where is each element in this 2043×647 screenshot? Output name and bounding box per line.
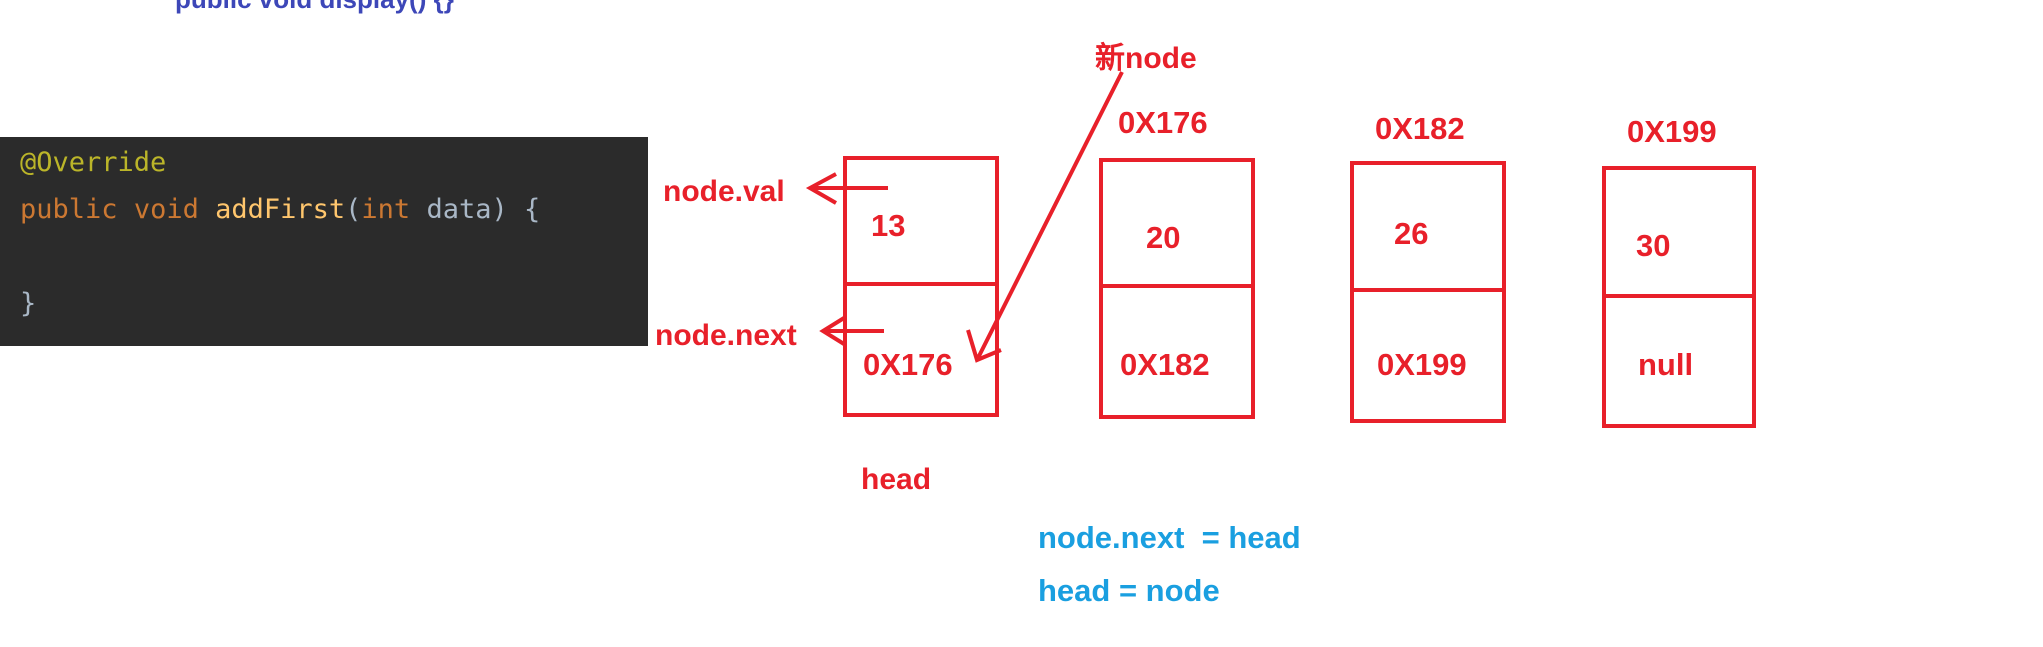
method-signature-line: public void addFirst(int data) { xyxy=(20,194,540,226)
keyword-public: public xyxy=(20,194,118,225)
param-name: data xyxy=(426,194,492,225)
head-label: head xyxy=(861,463,931,496)
node-next-pointer: 0X199 xyxy=(1377,347,1467,382)
node-address: 0X182 xyxy=(1375,111,1465,146)
close-paren-brace: ) { xyxy=(491,194,541,225)
val-arrow xyxy=(805,172,888,205)
open-paren: ( xyxy=(345,194,362,225)
step-line-2: head = node xyxy=(1038,573,1220,608)
keyword-void: void xyxy=(133,194,199,225)
node-value: 26 xyxy=(1394,216,1428,251)
code-editor-panel: @Override public void addFirst(int data)… xyxy=(0,137,648,346)
partial-code-line: public void display() {} xyxy=(175,0,454,12)
node-address: 0X176 xyxy=(1118,105,1208,140)
node-next-pointer: 0X176 xyxy=(863,347,953,382)
node-value: 20 xyxy=(1146,220,1180,255)
field-label-val: node.val xyxy=(663,175,785,208)
node-next-pointer: 0X182 xyxy=(1120,347,1210,382)
closing-brace: } xyxy=(20,288,37,319)
keyword-int: int xyxy=(361,194,411,225)
override-annotation: @Override xyxy=(20,147,167,178)
new-node-arrow xyxy=(966,71,1124,363)
node-value: 13 xyxy=(871,208,905,243)
method-name: addFirst xyxy=(215,194,346,225)
next-arrow xyxy=(819,316,884,346)
node-next-pointer: null xyxy=(1638,347,1693,382)
step-line-1: node.next = head xyxy=(1038,520,1301,555)
node-box-2 xyxy=(1099,158,1255,419)
new-node-label: 新node xyxy=(1095,42,1197,75)
node-address: 0X199 xyxy=(1627,114,1717,149)
node-value: 30 xyxy=(1636,228,1670,263)
annotation-line: @Override xyxy=(20,147,166,179)
node-box-1 xyxy=(843,156,999,417)
field-label-next: node.next xyxy=(655,319,797,352)
